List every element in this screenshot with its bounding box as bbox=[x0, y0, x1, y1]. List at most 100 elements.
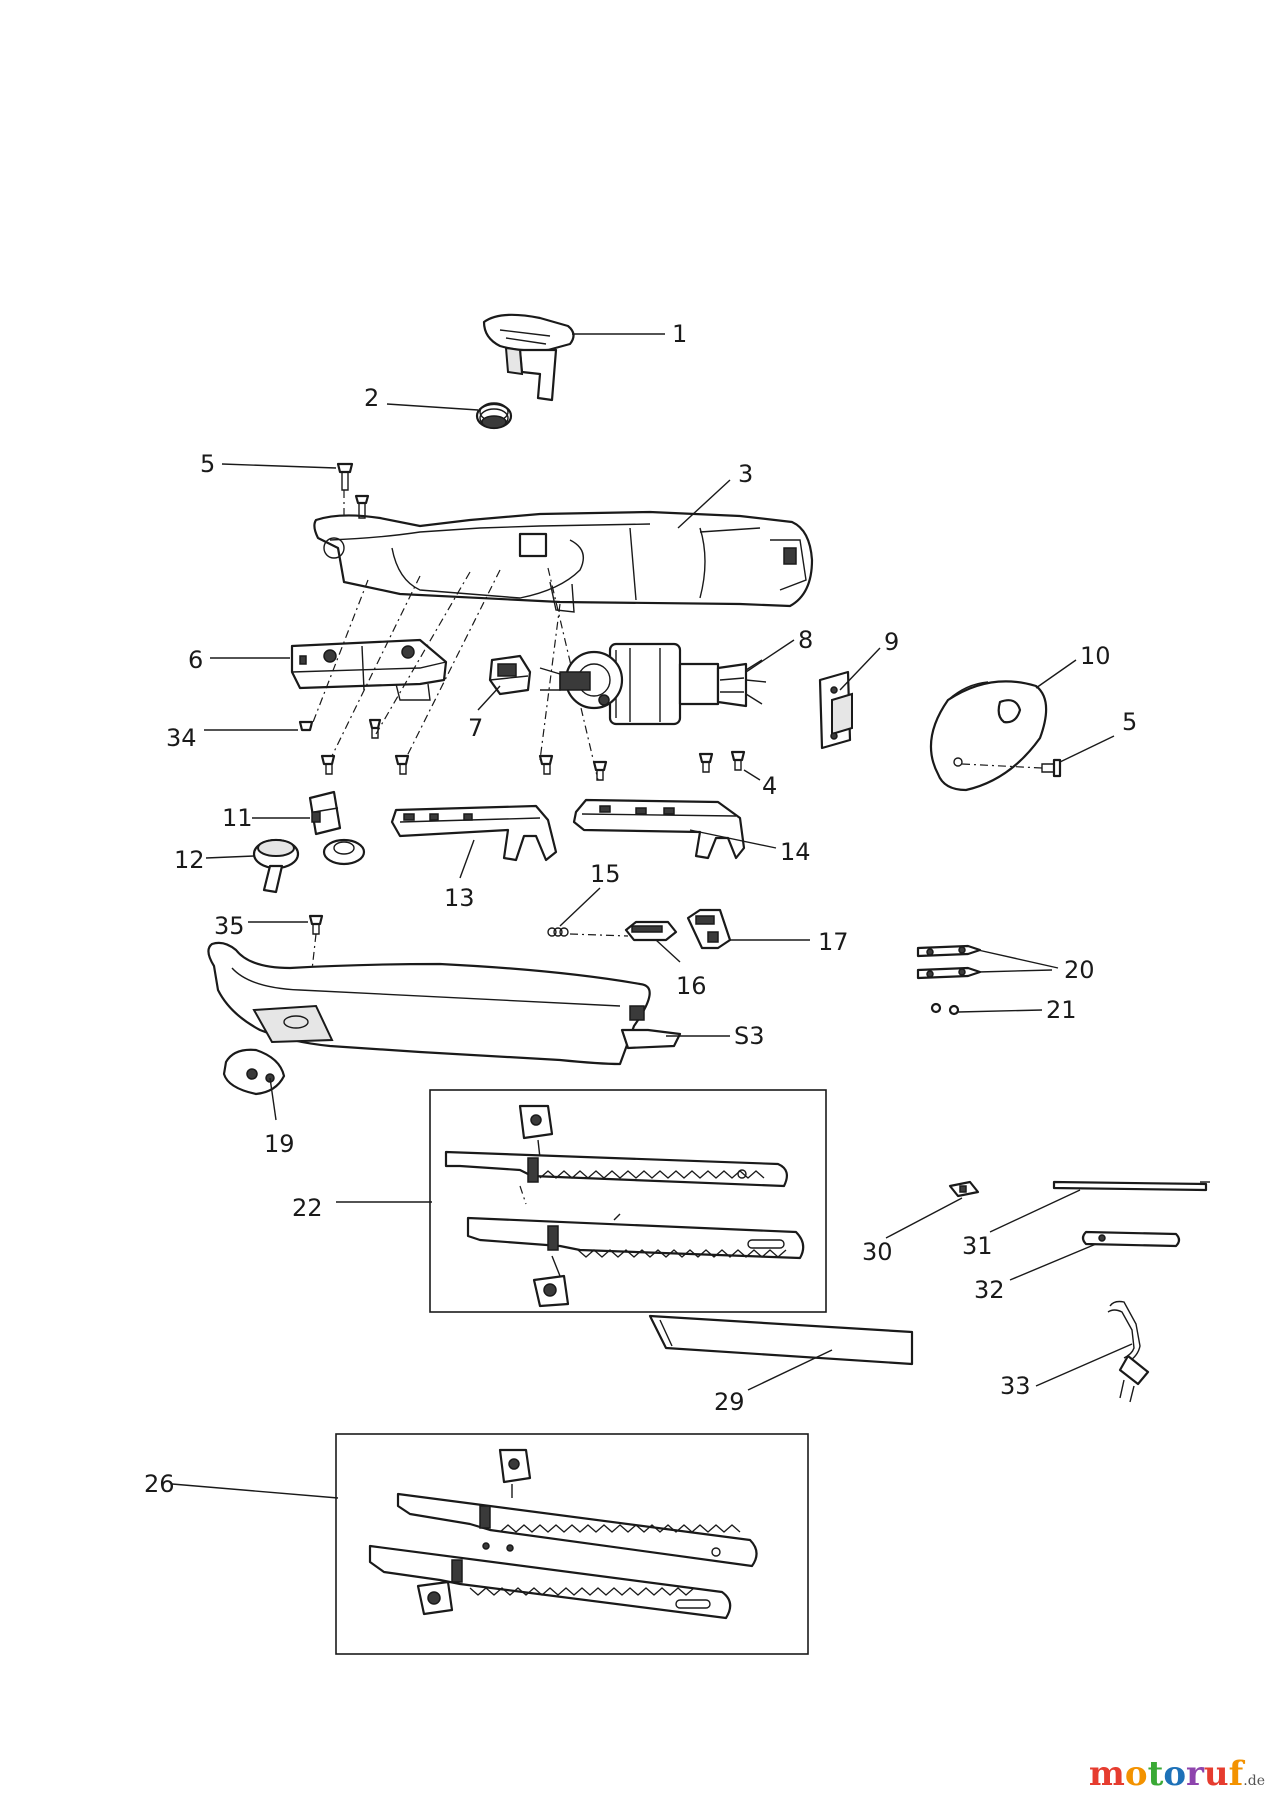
watermark-letter: f bbox=[1228, 1754, 1244, 1794]
callout-S3: S3 bbox=[734, 1022, 765, 1050]
callout-30: 30 bbox=[862, 1238, 893, 1266]
callout-4: 4 bbox=[762, 772, 777, 800]
callout-16: 16 bbox=[676, 972, 707, 1000]
leader-15 bbox=[559, 887, 601, 927]
callout-21: 21 bbox=[1046, 996, 1077, 1024]
leader-16 bbox=[655, 939, 681, 963]
part-lock-block bbox=[686, 908, 732, 950]
part-lower-cap bbox=[222, 1048, 286, 1096]
part-blade-guard bbox=[648, 1314, 914, 1366]
part-end-cap bbox=[929, 680, 1048, 792]
callout-5b: 5 bbox=[1122, 708, 1137, 736]
leader-5b bbox=[1059, 735, 1115, 763]
callout-26: 26 bbox=[144, 1470, 175, 1498]
callout-17: 17 bbox=[818, 928, 849, 956]
callout-14: 14 bbox=[780, 838, 811, 866]
leader-8 bbox=[745, 639, 795, 673]
part-clip bbox=[308, 790, 342, 836]
callout-9: 9 bbox=[884, 628, 899, 656]
part-wire-31 bbox=[1052, 1180, 1210, 1192]
dash-assembly-6 bbox=[539, 603, 561, 761]
part-motor-screws bbox=[538, 754, 608, 781]
leader-21 bbox=[957, 1009, 1043, 1013]
callout-20: 20 bbox=[1064, 956, 1095, 984]
watermark-letter: t bbox=[1147, 1754, 1164, 1794]
watermark-letter: m bbox=[1088, 1754, 1125, 1794]
part-blade-set-26 bbox=[368, 1448, 758, 1620]
part-screw-5b bbox=[961, 758, 1062, 778]
leader-9 bbox=[839, 647, 881, 691]
leader-5a bbox=[221, 463, 337, 469]
part-nuts-21 bbox=[930, 1002, 960, 1016]
callout-31: 31 bbox=[962, 1232, 993, 1260]
callout-29: 29 bbox=[714, 1388, 745, 1416]
callout-13: 13 bbox=[444, 884, 475, 912]
leader-7 bbox=[477, 685, 501, 711]
leader-30 bbox=[885, 1197, 963, 1239]
part-screw-5a bbox=[336, 462, 370, 519]
blade-set-box-22 bbox=[429, 1089, 827, 1313]
callout-32: 32 bbox=[974, 1276, 1005, 1304]
callout-3: 3 bbox=[738, 460, 753, 488]
watermark-letter: u bbox=[1203, 1754, 1229, 1794]
leader-31 bbox=[989, 1189, 1081, 1233]
leader-2 bbox=[386, 403, 479, 411]
part-screws-4 bbox=[698, 750, 746, 773]
watermark-letter: o bbox=[1163, 1754, 1186, 1794]
part-brush-holders bbox=[916, 944, 982, 980]
part-spring bbox=[475, 402, 513, 430]
callout-22: 22 bbox=[292, 1194, 323, 1222]
part-clip-30 bbox=[948, 1180, 980, 1198]
part-switch-trigger bbox=[482, 313, 575, 402]
part-knob bbox=[252, 838, 300, 894]
part-grommet bbox=[322, 838, 366, 866]
part-slider-rail bbox=[572, 798, 746, 860]
leader-29 bbox=[747, 1349, 833, 1391]
callout-33: 33 bbox=[1000, 1372, 1031, 1400]
leader-19 bbox=[269, 1077, 277, 1121]
leader-20a bbox=[977, 949, 1059, 969]
blade-set-box-26 bbox=[335, 1433, 809, 1655]
callout-10: 10 bbox=[1080, 642, 1111, 670]
part-slide-plate bbox=[624, 920, 678, 942]
watermark-letter: r bbox=[1186, 1754, 1204, 1794]
leader-32 bbox=[1009, 1243, 1097, 1281]
part-tube-32 bbox=[1081, 1230, 1181, 1248]
callout-2: 2 bbox=[364, 384, 379, 412]
dash-assembly-3 bbox=[375, 571, 471, 735]
part-upper-housing bbox=[313, 510, 814, 613]
callout-1: 1 bbox=[672, 320, 687, 348]
part-switch-bracket bbox=[290, 638, 448, 701]
leader-12 bbox=[205, 855, 255, 859]
part-slider bbox=[390, 804, 558, 862]
watermark-letter: o bbox=[1124, 1754, 1148, 1794]
leader-14 bbox=[689, 829, 777, 849]
callout-7: 7 bbox=[468, 714, 483, 742]
part-lower-housing bbox=[207, 941, 682, 1066]
leader-3 bbox=[677, 479, 731, 529]
callout-35: 35 bbox=[214, 912, 245, 940]
leader-13 bbox=[459, 839, 475, 879]
watermark-logo: motoruf.de bbox=[1089, 1754, 1265, 1794]
leader-26 bbox=[171, 1483, 339, 1499]
callout-11: 11 bbox=[222, 804, 253, 832]
part-power-cord bbox=[1107, 1300, 1150, 1403]
part-screws-34 bbox=[298, 718, 410, 775]
callout-34: 34 bbox=[166, 724, 197, 752]
callout-5a: 5 bbox=[200, 450, 215, 478]
part-switch bbox=[488, 654, 532, 696]
callout-19: 19 bbox=[264, 1130, 295, 1158]
callout-6: 6 bbox=[188, 646, 203, 674]
leader-4 bbox=[743, 769, 761, 781]
part-motor bbox=[539, 642, 767, 726]
leader-20b bbox=[977, 969, 1053, 973]
watermark-domain: .de bbox=[1243, 1773, 1265, 1789]
part-blade-set-22 bbox=[444, 1104, 805, 1308]
callout-15: 15 bbox=[590, 860, 621, 888]
part-spring-15 bbox=[547, 927, 629, 937]
leader-10 bbox=[1035, 659, 1077, 689]
dash-assembly-2 bbox=[329, 575, 421, 761]
callout-8: 8 bbox=[798, 626, 813, 654]
part-capacitor bbox=[818, 670, 853, 750]
